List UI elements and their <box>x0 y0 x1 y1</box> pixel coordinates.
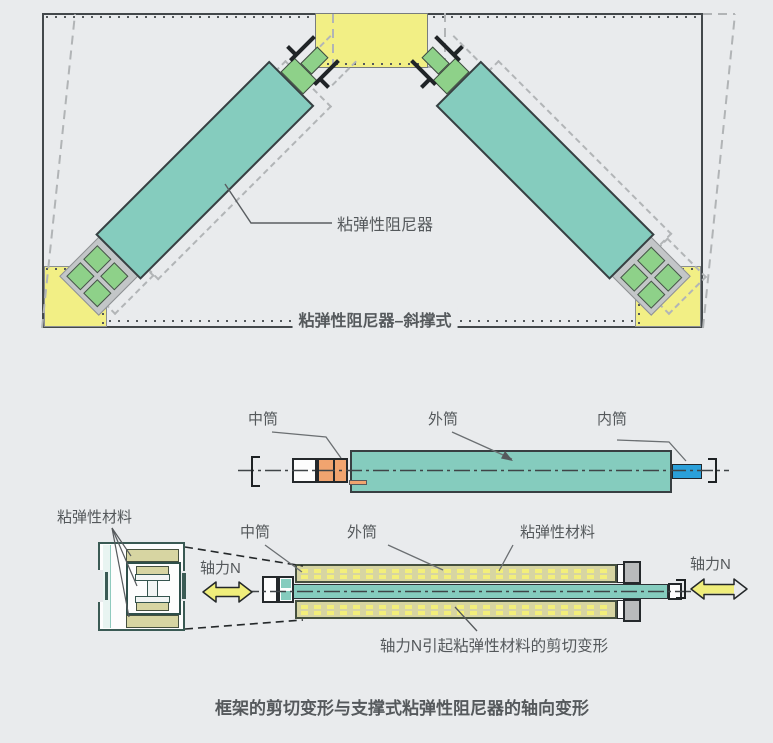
fig2-left-bracket <box>251 456 260 487</box>
end-gray-block-bottom <box>623 599 641 622</box>
viscoelastic-layer-top <box>295 564 617 583</box>
zoom-fan-bottom <box>184 619 304 630</box>
yellow-dash-row <box>301 611 611 615</box>
damper-callout-label: 粘弹性阻尼器 <box>337 217 434 234</box>
middle-tube-teal-pad <box>281 579 291 588</box>
yellow-dash-row <box>301 569 611 573</box>
figure1-caption: 粘弹性阻尼器–斜撑式 <box>292 307 458 331</box>
yellow-dash-row <box>301 605 611 609</box>
fig2-right-bracket <box>708 458 717 483</box>
material-label-left: 粘弹性材料 <box>57 509 133 526</box>
section-viscoelastic-top <box>126 549 179 562</box>
section-left-notch-tab <box>105 572 108 600</box>
top-block-hatch <box>318 63 425 65</box>
fig2-inner-tube-label: 内筒 <box>597 411 628 428</box>
material-label-right: 粘弹性材料 <box>520 524 596 541</box>
clevis-fork-tick <box>452 44 464 56</box>
clevis-fork-tick <box>419 77 431 89</box>
clevis-fork-tick <box>319 77 331 89</box>
detail-rod <box>270 584 668 599</box>
section-right-notch-tab <box>182 573 186 599</box>
fig2-middle-tube-label: 中筒 <box>248 411 279 428</box>
yellow-dash-row <box>301 575 611 579</box>
section-ibeam-web <box>147 580 158 597</box>
axial-force-label-left: 轴力N <box>200 560 241 577</box>
detail-clevis-white <box>262 576 278 603</box>
axial-force-arrow-right-fill <box>691 579 734 599</box>
main-caption: 框架的剪切变形与支撑式粘弹性阻尼器的轴向变形 <box>215 699 589 718</box>
fig3-middle-tube-label: 中筒 <box>240 524 271 541</box>
axial-force-label-right: 轴力N <box>690 556 731 573</box>
detail-middle-tube-block <box>278 576 294 603</box>
fig2-clevis-block <box>292 458 317 483</box>
section-ibeam-bottom-flange <box>135 596 170 603</box>
middle-tube-teal-pad <box>281 591 291 600</box>
deformed-right-column <box>702 13 736 329</box>
viscoelastic-layer-bottom <box>295 600 617 619</box>
section-left-notch <box>95 570 103 602</box>
fig2-inner-tube <box>672 464 702 479</box>
axial-force-arrow-right <box>690 578 748 600</box>
fig2-outer-tube-label: 外筒 <box>428 411 459 428</box>
fig2-orange-tab <box>349 480 367 485</box>
fig3-outer-tube-label: 外筒 <box>347 524 378 541</box>
axial-force-arrow-left <box>202 581 253 603</box>
section-viscoelastic-bottom <box>126 615 179 628</box>
shear-caption: 轴力N引起粘弹性材料的剪切变形 <box>379 638 609 655</box>
fig2-middle-tube-divider <box>333 458 335 483</box>
fig2-outer-tube <box>350 450 672 493</box>
rod-end-clevis <box>668 583 682 600</box>
end-gray-block-top <box>623 561 641 584</box>
fig2-middle-tube-leader <box>271 431 342 459</box>
